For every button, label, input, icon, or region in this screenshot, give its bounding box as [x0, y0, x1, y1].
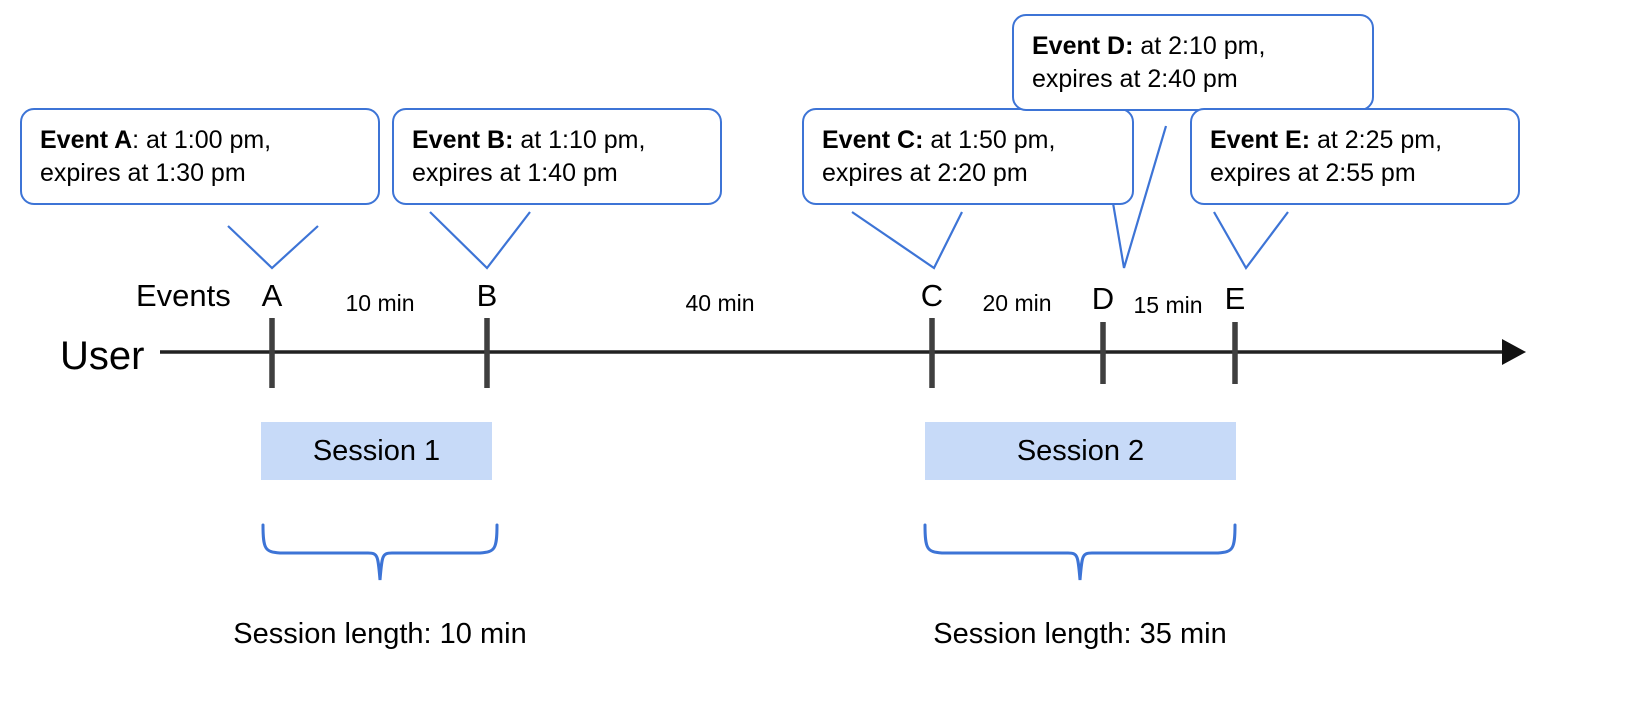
session-brace-2	[923, 523, 1237, 581]
callout-event-b-line2: expires at 1:40 pm	[412, 159, 618, 188]
callout-tail-a	[227, 225, 319, 270]
gap-label-d-e: 15 min	[1133, 292, 1203, 318]
tick-label-d: D	[1091, 281, 1115, 316]
callout-event-c-line2: expires at 2:20 pm	[822, 159, 1028, 188]
callout-event-d-line1: at 2:10 pm,	[1133, 32, 1266, 60]
callout-event-e: Event E: at 2:25 pm, expires at 2:55 pm	[1190, 108, 1520, 205]
session-box-2: Session 2	[925, 422, 1236, 480]
callout-event-e-line1: at 2:25 pm,	[1310, 126, 1443, 154]
callout-event-c-lead: Event C:	[822, 126, 924, 154]
session-box-1-label: Session 1	[312, 434, 441, 467]
callout-tail-e	[1213, 211, 1289, 270]
gap-label-c-d: 20 min	[982, 290, 1052, 316]
callout-event-e-lead: Event E:	[1210, 126, 1311, 154]
session-length-caption-1: Session length: 10 min	[233, 618, 527, 650]
actor-label-user: User	[60, 334, 145, 378]
gap-label-b-c: 40 min	[685, 290, 755, 316]
tick-label-b: B	[476, 278, 498, 313]
session-box-2-label: Session 2	[1016, 434, 1145, 467]
callout-event-a: Event A: at 1:00 pm, expires at 1:30 pm	[20, 108, 380, 205]
callout-event-a-sep: :	[132, 126, 140, 154]
callout-event-c: Event C: at 1:50 pm, expires at 2:20 pm	[802, 108, 1134, 205]
session-length-caption-2: Session length: 35 min	[933, 618, 1227, 650]
callout-event-a-line2: expires at 1:30 pm	[40, 159, 246, 188]
tick-label-c: C	[920, 278, 944, 313]
callout-event-b: Event B: at 1:10 pm, expires at 1:40 pm	[392, 108, 722, 205]
events-row-label: Events	[136, 278, 231, 313]
callout-event-d: Event D: at 2:10 pm, expires at 2:40 pm	[1012, 14, 1374, 111]
tick-label-e: E	[1224, 281, 1246, 316]
callout-event-b-lead: Event B:	[412, 126, 514, 154]
callout-tail-c	[851, 211, 963, 270]
callout-event-a-line1: at 1:00 pm,	[139, 126, 272, 154]
gap-label-a-b: 10 min	[345, 290, 415, 316]
callout-event-a-lead: Event A	[40, 126, 133, 154]
callout-event-c-line1: at 1:50 pm,	[923, 126, 1056, 154]
callout-event-e-line2: expires at 2:55 pm	[1210, 159, 1416, 188]
callout-event-d-lead: Event D:	[1032, 32, 1134, 60]
session-brace-1	[261, 523, 499, 581]
tick-label-a: A	[261, 278, 283, 313]
callout-tail-b	[429, 211, 531, 270]
callout-event-d-line2: expires at 2:40 pm	[1032, 65, 1238, 94]
callout-event-b-line1: at 1:10 pm,	[513, 126, 646, 154]
session-box-1: Session 1	[261, 422, 492, 480]
timeline-arrow-icon	[1502, 339, 1526, 365]
